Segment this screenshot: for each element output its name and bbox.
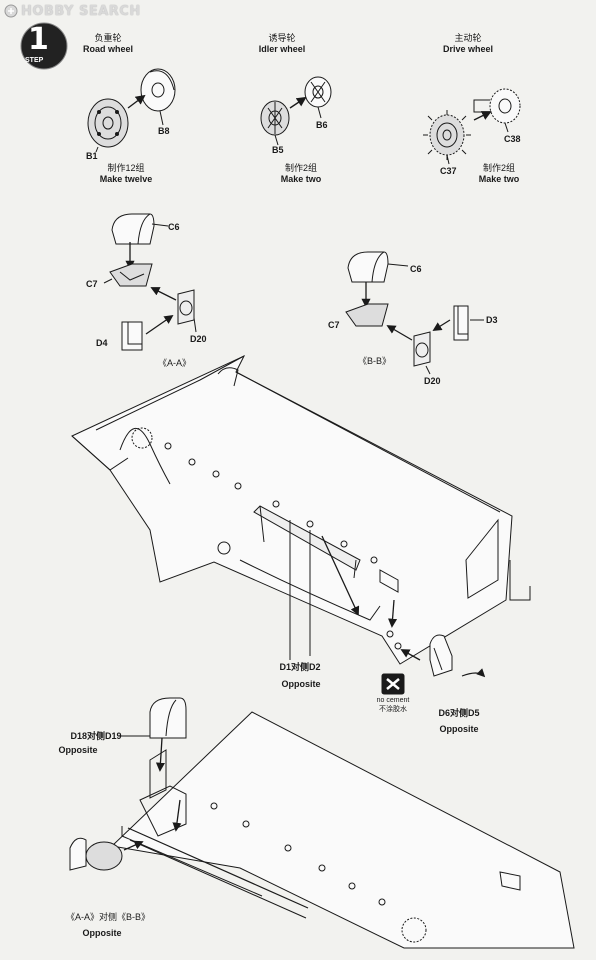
- opposite-d1-d2-en: Opposite: [281, 679, 321, 689]
- hull-lower-assembly: [71, 354, 531, 665]
- road-wheel-title-en: Road wheel: [82, 44, 133, 54]
- no-cement-icon: [381, 673, 405, 695]
- drive-wheel-title-en: Drive wheel: [442, 44, 494, 54]
- subassembly-a-a: [103, 213, 197, 351]
- subassembly-a-caption: 《A-A》: [158, 358, 192, 368]
- idler-wheel-assembly: [260, 76, 332, 146]
- step-badge: 1 STEP: [18, 22, 72, 76]
- part-label: B6: [316, 120, 328, 130]
- step-label: STEP: [25, 57, 44, 64]
- hobby-search-logo-icon: [4, 4, 18, 18]
- road-wheel-assembly: [87, 68, 176, 153]
- idler-wheel-title-en: Idler wheel: [258, 44, 306, 54]
- d6-d5-bracket: [400, 634, 486, 678]
- part-label: B8: [158, 126, 170, 136]
- part-label: D20: [190, 334, 207, 344]
- watermark-text: HOBBY SEARCH: [21, 3, 141, 19]
- road-wheel-qty-cn: 制作12组: [107, 163, 145, 173]
- part-label: D3: [486, 315, 498, 325]
- opposite-d6-d5-en: Opposite: [439, 724, 479, 734]
- idler-wheel-qty-en: Make two: [280, 174, 322, 184]
- part-label: D20: [424, 376, 441, 386]
- part-label: C37: [440, 166, 457, 176]
- hull-side-detail: [69, 697, 575, 949]
- idler-wheel-qty-cn: 制作2组: [284, 163, 317, 173]
- no-cement-en: no cement: [376, 697, 410, 704]
- idler-wheel-title-cn: 诱导轮: [268, 33, 296, 43]
- subassembly-b-caption: 《B-B》: [358, 356, 392, 366]
- no-cement-cn: 不涂胶水: [379, 706, 407, 713]
- opposite-d6-d5-label: D6对侧D5: [438, 708, 480, 718]
- opposite-d18-d19-label: D18对侧D19: [70, 731, 122, 741]
- drive-wheel-qty-en: Make two: [478, 174, 520, 184]
- step-number: 1: [28, 22, 49, 57]
- part-label: C38: [504, 134, 521, 144]
- part-label: C7: [328, 320, 340, 330]
- watermark: HOBBY SEARCH: [4, 3, 141, 19]
- drive-wheel-title-cn: 主动轮: [454, 33, 482, 43]
- subassembly-b-b: [345, 251, 484, 375]
- road-wheel-qty-en: Make twelve: [99, 174, 153, 184]
- drive-wheel-qty-cn: 制作2组: [482, 163, 515, 173]
- opposite-a-b-label: 《A-A》对侧《B-B》: [65, 912, 150, 922]
- drive-wheel-assembly: [423, 88, 521, 165]
- step-badge-shape: [20, 22, 68, 70]
- opposite-d1-d2-label: D1对侧D2: [279, 662, 321, 672]
- part-label: C6: [168, 222, 180, 232]
- part-label: B1: [86, 151, 98, 161]
- part-label: C7: [86, 279, 98, 289]
- part-label: B5: [272, 145, 284, 155]
- opposite-a-b-en: Opposite: [82, 928, 122, 938]
- part-label: D4: [96, 338, 108, 348]
- opposite-d18-d19-en: Opposite: [58, 745, 98, 755]
- part-label: C6: [410, 264, 422, 274]
- road-wheel-title-cn: 负重轮: [94, 33, 122, 43]
